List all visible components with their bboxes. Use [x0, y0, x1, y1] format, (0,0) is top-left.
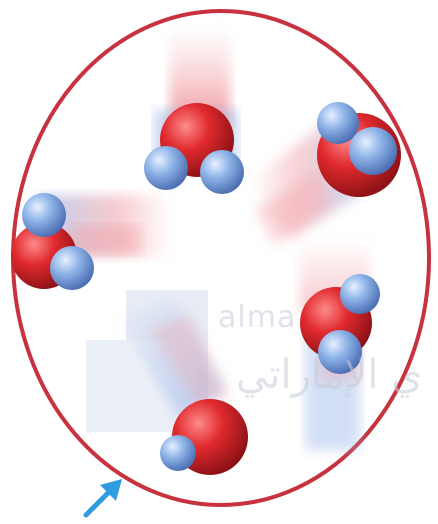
water-molecule-left: [11, 193, 170, 290]
water-molecule-right-lower: [300, 240, 380, 450]
pointer-arrow-icon: [86, 479, 122, 515]
water-molecule-top: [144, 26, 244, 194]
water-molecule-right-upper: [250, 102, 401, 245]
